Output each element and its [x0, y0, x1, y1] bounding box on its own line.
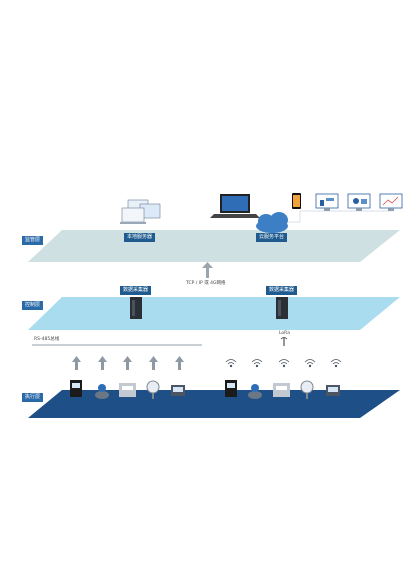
tcp-link-label: TCP / IP 或 4G网络 — [186, 281, 226, 286]
meter-device-icon — [70, 380, 82, 397]
wireless-signal-icons — [225, 359, 342, 368]
dashboard-monitor-icon — [315, 193, 339, 211]
monitor-layer-plane — [28, 230, 400, 262]
control-layer-label: 控制层 — [22, 301, 44, 310]
gas-meter-icon — [119, 383, 136, 397]
local-server-screens-icon — [120, 199, 161, 224]
lora-link-label: LoRa — [279, 331, 290, 336]
execute-layer-label: 执行层 — [22, 393, 44, 402]
lora-antenna-icon — [280, 337, 288, 346]
dashboard-monitor-icon-2 — [347, 193, 371, 211]
pressure-gauge-icon — [146, 380, 160, 399]
rs485-link-label: RS-485总线 — [34, 337, 60, 342]
rs485-bus-line — [32, 344, 202, 346]
flow-meter-icon — [171, 385, 185, 396]
monitor-layer-label: 监管层 — [22, 236, 44, 245]
pressure-gauge-icon-2 — [300, 380, 314, 399]
water-meter-icon — [95, 384, 109, 399]
gas-meter-icon-2 — [273, 383, 290, 397]
tcp-arrow-icon — [202, 262, 213, 278]
tablet-icon — [292, 193, 301, 209]
flow-meter-icon-2 — [326, 385, 340, 396]
collector-right-label: 数据采集器 — [266, 286, 298, 295]
water-meter-icon-2 — [248, 384, 262, 399]
control-layer-plane — [28, 297, 400, 330]
execute-layer-plane — [28, 390, 400, 418]
local-server-label: 本地服务器 — [124, 233, 156, 242]
cloud-platform-label: 云服务平台 — [256, 233, 288, 242]
collector-left-icon — [130, 297, 142, 319]
laptop-icon — [210, 194, 260, 218]
meter-device-icon-2 — [225, 380, 237, 397]
collector-left-label: 数据采集器 — [120, 286, 152, 295]
dashboard-monitor-icon-3 — [379, 193, 403, 211]
collector-right-icon — [276, 297, 288, 319]
cloud-icon — [256, 212, 288, 233]
wired-up-arrows — [72, 356, 184, 370]
